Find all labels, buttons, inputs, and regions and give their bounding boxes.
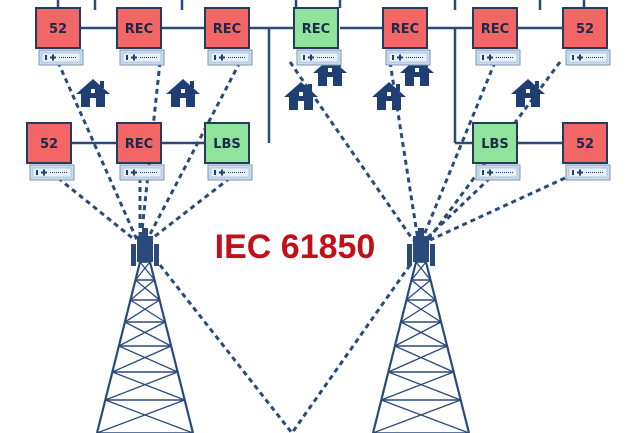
controller-device-icon: [207, 164, 253, 181]
switch-rec-8: REC: [116, 122, 165, 181]
diagram-title: IEC 61850: [215, 228, 376, 266]
antenna-tower-icon: [95, 228, 195, 433]
switch-label: REC: [125, 22, 153, 37]
switch-label: 52: [49, 22, 67, 37]
house-icon: [76, 79, 110, 107]
switch-label: REC: [391, 22, 419, 37]
controller-device-icon: [119, 164, 165, 181]
switch-rec-2: REC: [204, 7, 253, 66]
switch-label: 52: [576, 137, 594, 152]
radio-links: [56, 61, 566, 433]
switch-label: REC: [302, 22, 330, 37]
house-icon: [372, 82, 406, 110]
controller-device-icon: [29, 164, 75, 181]
controller-device-icon: [385, 49, 431, 66]
switch-label: REC: [213, 22, 241, 37]
controller-device-icon: [38, 49, 84, 66]
switch-rec-3: REC: [293, 7, 342, 66]
switch-label: REC: [125, 137, 153, 152]
controller-device-icon: [475, 164, 521, 181]
switch-lbs-10: LBS: [472, 122, 521, 181]
switch-lbs-9: LBS: [204, 122, 253, 181]
switch-rec-1: REC: [116, 7, 165, 66]
switch-label: 52: [40, 137, 58, 152]
switch-rec-4: REC: [382, 7, 431, 66]
controller-device-icon: [119, 49, 165, 66]
controller-device-icon: [565, 49, 611, 66]
switch-label: LBS: [481, 137, 509, 152]
switch-52-6: 52: [562, 7, 611, 66]
controller-device-icon: [296, 49, 342, 66]
controller-device-icon: [475, 49, 521, 66]
house-icon: [511, 79, 545, 107]
switch-label: LBS: [213, 137, 241, 152]
houses: [76, 58, 545, 110]
switch-label: REC: [481, 22, 509, 37]
switch-label: 52: [576, 22, 594, 37]
controller-device-icon: [207, 49, 253, 66]
antenna-tower-icon: [371, 228, 471, 433]
switch-52-11: 52: [562, 122, 611, 181]
switch-52-7: 52: [26, 122, 75, 181]
switch-52-0: 52: [35, 7, 84, 66]
switch-rec-5: REC: [472, 7, 521, 66]
house-icon: [284, 82, 318, 110]
house-icon: [166, 79, 200, 107]
controller-device-icon: [565, 164, 611, 181]
